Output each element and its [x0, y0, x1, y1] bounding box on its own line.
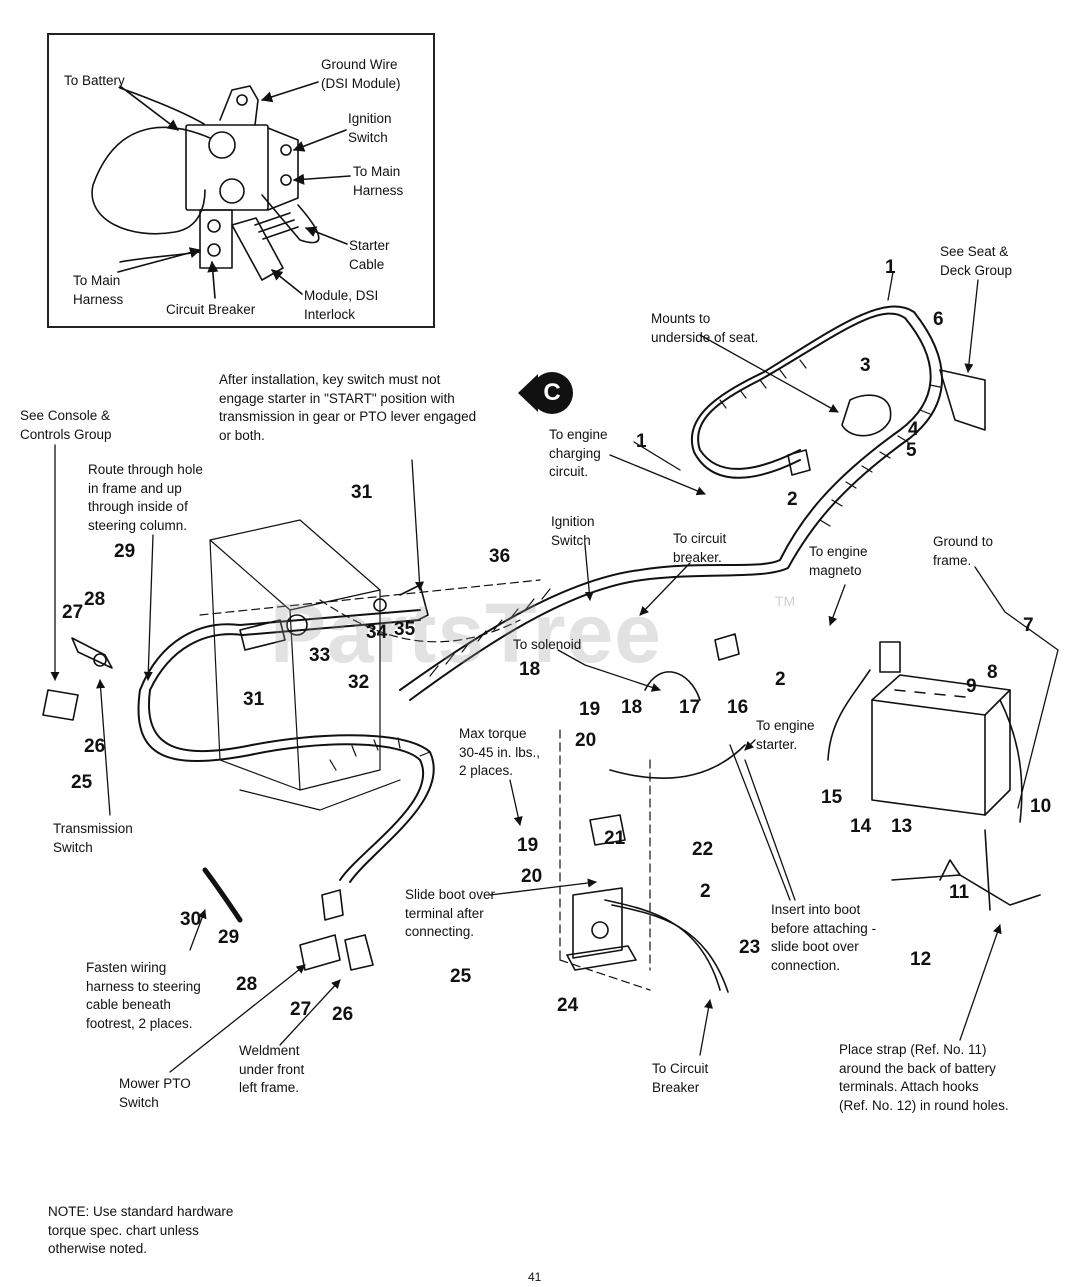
battery-drawing — [827, 641, 1041, 911]
part-number-part-20-36: 20 — [521, 866, 543, 887]
callout-transmission-switch: Transmission Switch — [53, 821, 133, 855]
part-number-part-25-28: 25 — [71, 772, 93, 793]
part-number-part-2-6: 2 — [787, 489, 798, 510]
part-number-part-6-1: 6 — [933, 309, 944, 330]
part-number-part-28-13: 28 — [84, 589, 106, 610]
callout-engine-starter: To engine starter. — [756, 718, 815, 752]
part-number-part-19-35: 19 — [517, 835, 539, 856]
part-number-part-35-17: 35 — [394, 619, 416, 640]
part-number-part-16-25: 16 — [727, 697, 749, 718]
frame-outline-drawing — [199, 519, 651, 991]
part-number-part-27-44: 27 — [290, 999, 312, 1020]
main-leaders — [50, 271, 1059, 1073]
part-number-part-2-37: 2 — [700, 881, 711, 902]
callout-weldment: Weldment under front left frame. — [239, 1043, 305, 1095]
callout-insert-boot: Insert into boot before attaching - slid… — [771, 902, 877, 973]
inset-drawing — [91, 81, 351, 299]
part-number-part-19-22: 19 — [579, 699, 601, 720]
inset-label-module-dsi: Module, DSI Interlock — [304, 288, 379, 322]
part-number-part-21-33: 21 — [604, 828, 626, 849]
watermark-trademark: TM — [775, 593, 796, 609]
inset-panel — [47, 33, 435, 328]
callout-see-console: See Console & Controls Group — [20, 408, 112, 442]
part-number-part-17-24: 17 — [679, 697, 701, 718]
part-number-part-5-4: 5 — [906, 440, 917, 461]
part-number-part-9-9: 9 — [966, 676, 977, 697]
part-number-part-14-30: 14 — [850, 816, 872, 837]
note-text: NOTE: Use standard hardware torque spec.… — [48, 1204, 234, 1256]
callout-mounts-seat: Mounts to underside of seat. — [651, 311, 759, 345]
part-number-part-13-31: 13 — [891, 816, 913, 837]
part-number-part-31-19: 31 — [243, 689, 265, 710]
page-number: 41 — [528, 1270, 542, 1284]
part-number-part-25-45: 25 — [450, 966, 472, 987]
callout-engine-charging: To engine charging circuit. — [549, 427, 608, 479]
part-number-part-24-47: 24 — [557, 995, 579, 1016]
part-number-part-18-23: 18 — [621, 697, 643, 718]
inset-label-to-main-harness-left: To Main Harness — [73, 273, 124, 307]
part-number-part-31-11: 31 — [351, 482, 373, 503]
part-number-part-34-16: 34 — [366, 622, 388, 643]
callout-key-switch-note: After installation, key switch must not … — [219, 372, 477, 443]
part-number-part-8-8: 8 — [987, 662, 998, 683]
part-number-part-18-21: 18 — [519, 659, 541, 680]
part-number-part-27-14: 27 — [62, 602, 84, 623]
harness-wrap-hatch — [329, 359, 941, 771]
callout-ground-frame: Ground to frame. — [933, 534, 994, 568]
section-ref-badge: C — [531, 372, 573, 414]
part-number-part-3-2: 3 — [860, 355, 871, 376]
inset-label-to-battery: To Battery — [64, 73, 125, 88]
part-number-part-30-41: 30 — [180, 909, 202, 930]
inset-label-starter-cable: Starter Cable — [349, 238, 390, 272]
inset-label-circuit-breaker-inset: Circuit Breaker — [166, 302, 256, 317]
part-number-part-10-32: 10 — [1030, 796, 1052, 817]
part-number-part-29-42: 29 — [218, 927, 240, 948]
inset-label-to-main-harness-right: To Main Harness — [353, 164, 404, 198]
callout-ignition-switch: Ignition Switch — [551, 514, 595, 548]
part-number-part-23-39: 23 — [739, 937, 761, 958]
callout-see-seat-deck: See Seat & Deck Group — [940, 244, 1013, 278]
part-number-part-28-43: 28 — [236, 974, 258, 995]
callout-to-solenoid: To solenoid — [513, 637, 582, 652]
part-number-part-4-3: 4 — [908, 419, 919, 440]
part-number-part-15-29: 15 — [821, 787, 843, 808]
part-number-part-33-18: 33 — [309, 645, 331, 666]
part-number-part-22-34: 22 — [692, 839, 714, 860]
part-number-part-2-10: 2 — [775, 669, 786, 690]
part-number-part-7-7: 7 — [1023, 615, 1034, 636]
inset-label-ground-wire: Ground Wire (DSI Module) — [321, 57, 401, 91]
part-number-part-1-0: 1 — [885, 257, 896, 278]
callout-to-circuit-breaker-bottom: To Circuit Breaker — [652, 1061, 709, 1095]
main-harness-drawing — [137, 305, 943, 883]
part-number-part-36-15: 36 — [489, 546, 511, 567]
callout-mower-pto: Mower PTO Switch — [119, 1076, 191, 1110]
callout-fasten-wiring: Fasten wiring harness to steering cable … — [86, 960, 201, 1031]
inset-label-ignition-switch-inset: Ignition Switch — [348, 111, 392, 145]
part-number-part-29-12: 29 — [114, 541, 136, 562]
part-number-part-1-5: 1 — [636, 431, 647, 452]
callout-place-strap: Place strap (Ref. No. 11) around the bac… — [839, 1042, 1009, 1113]
callout-engine-magneto: To engine magneto — [809, 544, 868, 578]
callout-route-through-hole: Route through hole in frame and up throu… — [88, 462, 203, 533]
solenoid-drawing — [566, 671, 746, 993]
part-number-part-32-20: 32 — [348, 672, 370, 693]
switch-parts-drawing — [42, 369, 986, 971]
part-number-part-26-27: 26 — [84, 736, 106, 757]
callout-max-torque: Max torque 30-45 in. lbs., 2 places. — [459, 726, 541, 778]
callout-to-circuit-breaker: To circuit breaker. — [673, 531, 727, 565]
watermark: PartsTree — [270, 586, 662, 680]
part-number-part-20-26: 20 — [575, 730, 597, 751]
part-number-part-12-40: 12 — [910, 949, 932, 970]
part-number-part-11-38: 11 — [949, 882, 970, 903]
callout-slide-boot: Slide boot over terminal after connectin… — [405, 887, 496, 939]
part-number-part-26-46: 26 — [332, 1004, 354, 1025]
